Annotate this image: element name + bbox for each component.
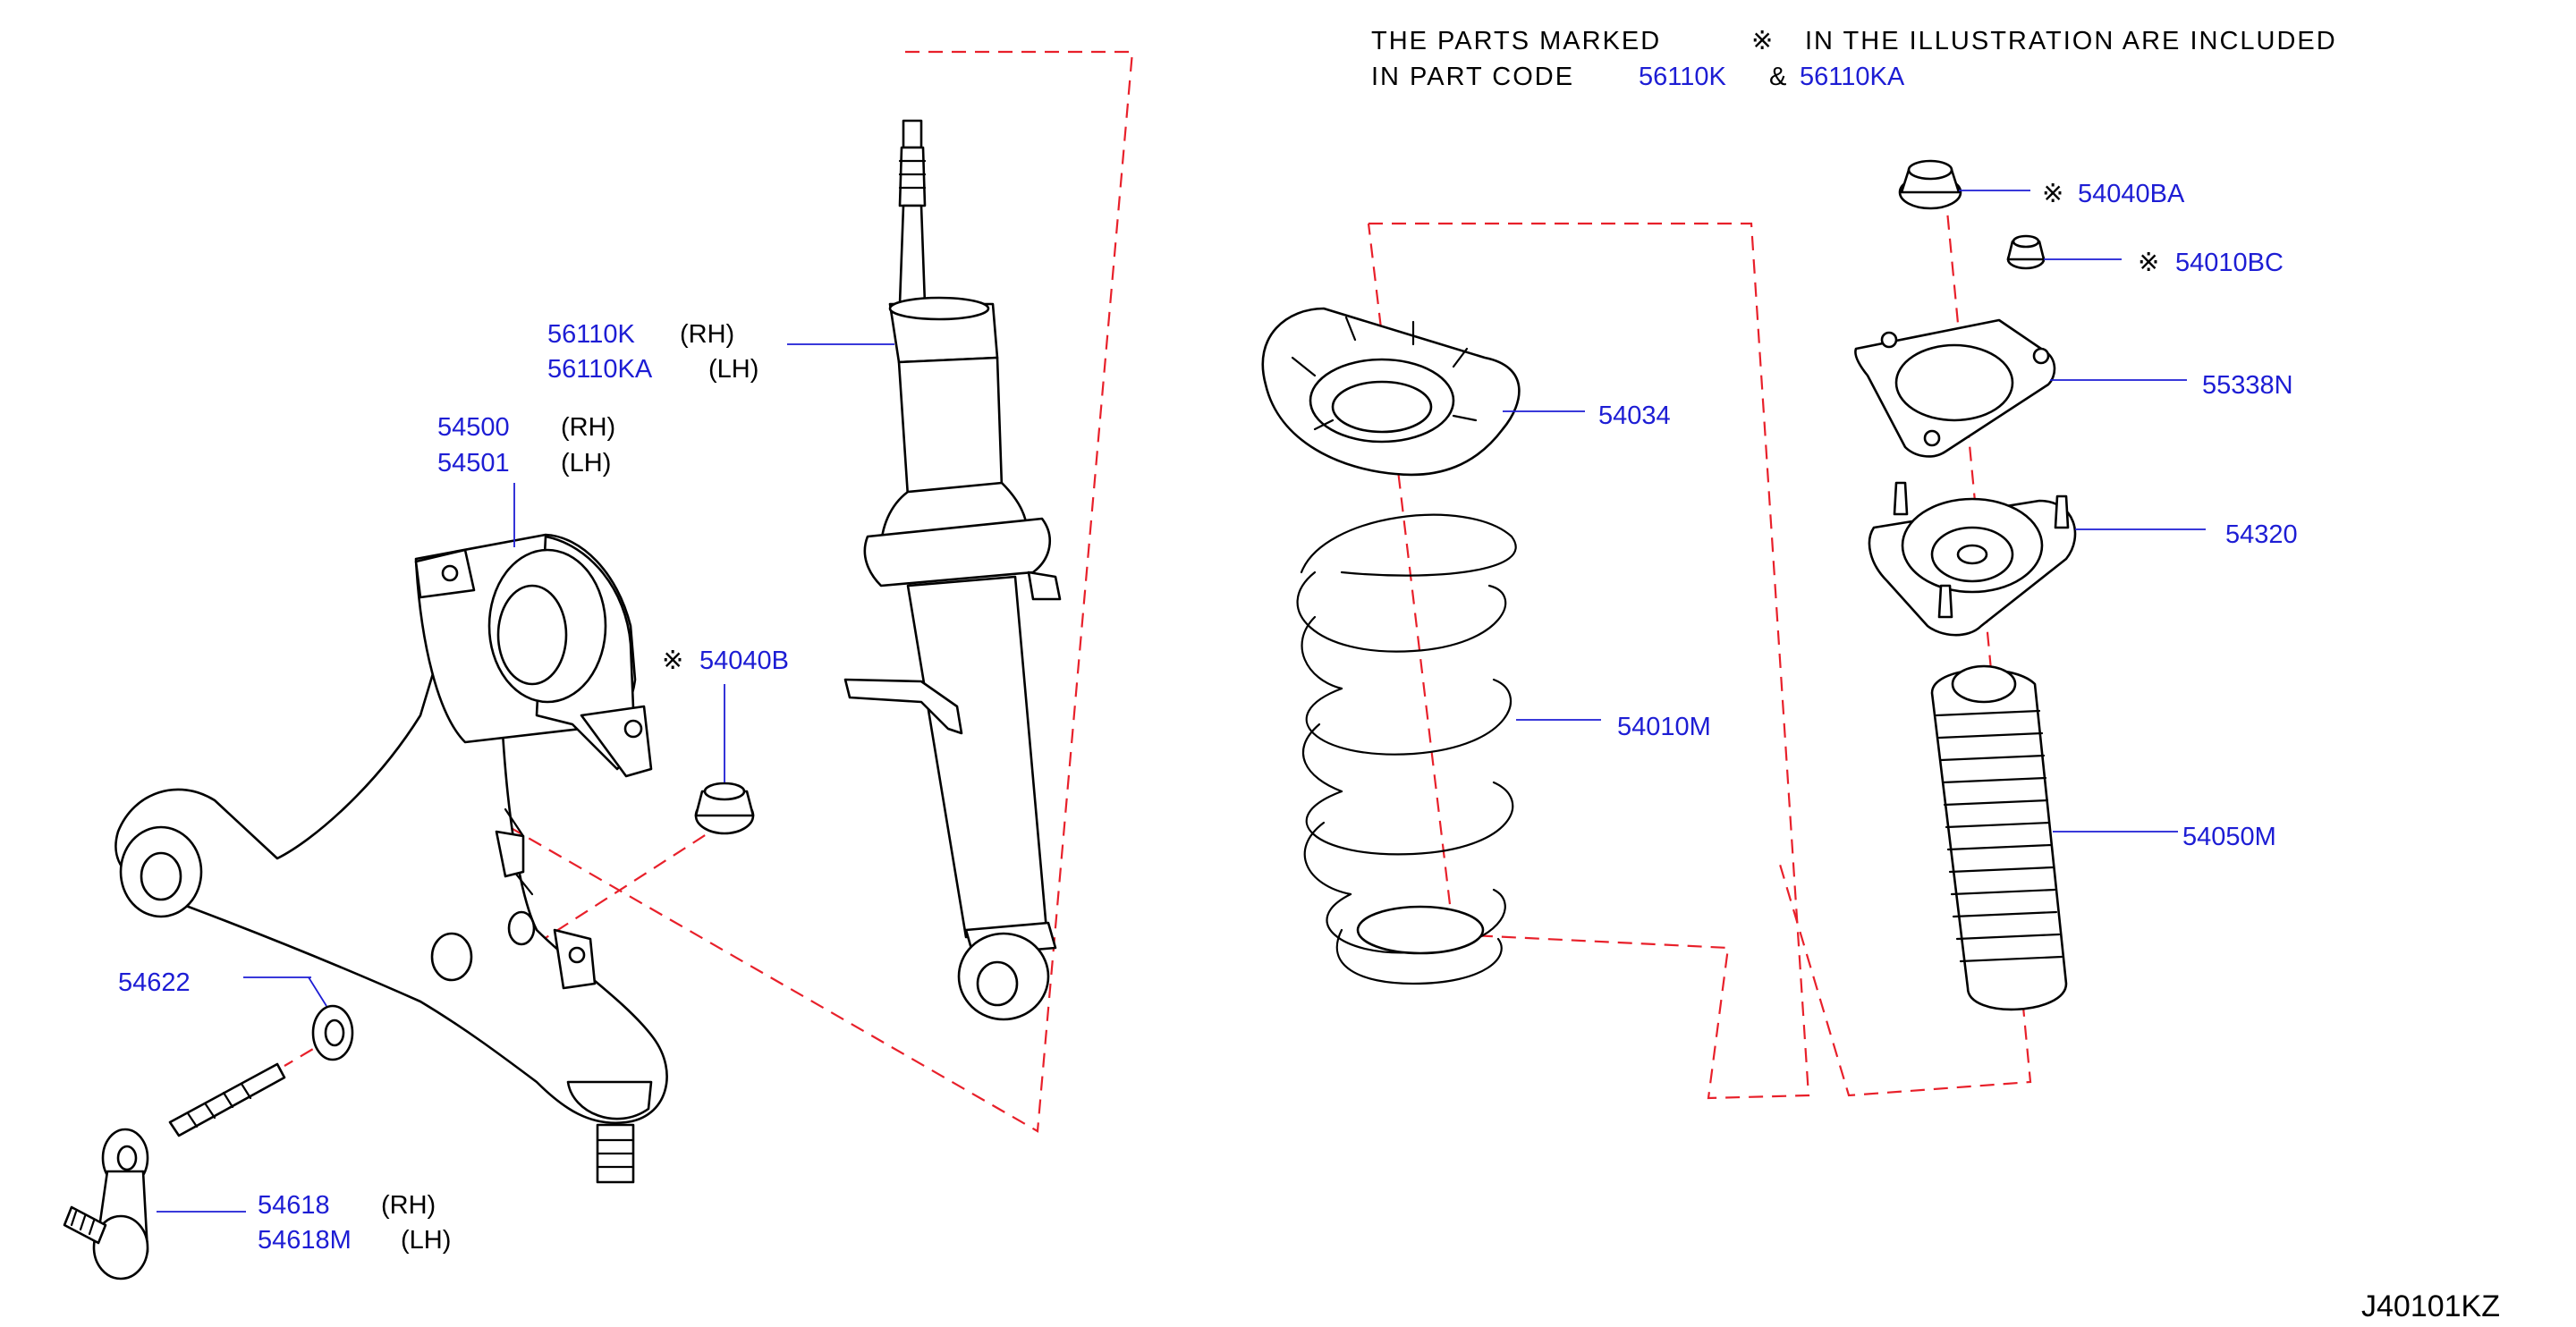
note-ampersand: & [1769,63,1786,91]
dust-boot-drawing [1930,664,2068,1011]
label-54618-side: (RH) [381,1191,436,1220]
note-line2-prefix: IN PART CODE [1371,63,1574,91]
spring-assembly-outline [1367,222,1810,1100]
label-54034[interactable]: 54034 [1598,401,1671,430]
label-56110ka-side: (LH) [708,355,758,384]
label-54622[interactable]: 54622 [118,968,191,997]
spring-seat-drawing [1261,307,1521,477]
label-54040ba[interactable]: 54040BA [2078,180,2185,208]
washer-drawing [311,1004,354,1061]
note-line1-prefix: THE PARTS MARKED [1371,27,1661,55]
top-nut-drawing [1898,159,1962,210]
note-line1-suffix: IN THE ILLUSTRATION ARE INCLUDED [1805,27,2337,55]
strut-assembly-outline [478,50,1134,1133]
label-54040b-mark: ※ [662,647,683,675]
strut-assembly-drawing [843,119,1062,1021]
label-56110k-side: (RH) [680,320,734,349]
label-54010bc[interactable]: 54010BC [2175,249,2284,277]
coil-spring-drawing [1296,513,1517,985]
label-54501[interactable]: 54501 [437,449,510,478]
mount-plate-drawing [1854,318,2056,458]
diagram-reference-code: J40101KZ [2361,1289,2500,1323]
leader-lines [157,190,2206,1213]
label-55338n[interactable]: 55338N [2202,371,2293,400]
label-54040ba-mark: ※ [2042,180,2063,208]
strut-mount-drawing [1868,481,2077,637]
label-54010bc-mark: ※ [2138,249,2159,277]
stabilizer-link-drawing [63,1062,286,1281]
mount-assembly-outline [1776,191,2032,1097]
lower-control-arm-drawing [114,533,668,1184]
label-54618m[interactable]: 54618M [258,1226,352,1255]
note-code-56110ka[interactable]: 56110KA [1800,63,1905,91]
part-labels: 56110K (RH) 56110KA (LH) 54500 (RH) 5450… [118,180,2298,1255]
label-54501-side: (LH) [561,449,611,478]
arm-nut-drawing [694,782,755,835]
label-56110ka[interactable]: 56110KA [547,355,653,384]
included-parts-note: THE PARTS MARKED ※ IN THE ILLUSTRATION A… [1371,27,2337,91]
label-54050m[interactable]: 54050M [2182,823,2276,851]
label-56110k[interactable]: 56110K [547,320,635,349]
label-54040b[interactable]: 54040B [699,647,789,675]
label-54618m-side: (LH) [401,1226,451,1255]
label-54618[interactable]: 54618 [258,1191,330,1220]
note-reference-mark: ※ [1751,27,1775,55]
label-54500[interactable]: 54500 [437,413,510,442]
label-54320[interactable]: 54320 [2225,520,2298,549]
label-54010m[interactable]: 54010M [1617,713,1711,741]
note-code-56110k[interactable]: 56110K [1639,63,1726,91]
small-nut-drawing [2006,234,2046,270]
label-54500-side: (RH) [561,413,615,442]
